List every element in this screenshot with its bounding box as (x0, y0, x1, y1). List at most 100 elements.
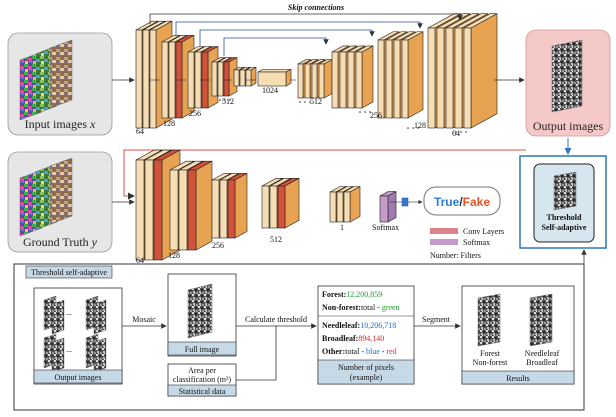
skip-connection-1 (149, 13, 463, 24)
slab-front (385, 39, 393, 119)
legend-conv-label: Conv Layers (463, 227, 504, 236)
row-nonforest: Non-forest:total - green (322, 303, 400, 312)
slab-front (454, 27, 463, 129)
row-other-part-4: red (386, 347, 396, 356)
panel-title: Threshold self-adaptive (31, 268, 107, 277)
decoder-block-1-layer-4 (318, 59, 333, 99)
result-b-label-1: Needleleaf (525, 349, 560, 358)
row-forest: Forest:12,200,859 (322, 290, 382, 299)
slab-front (169, 169, 179, 251)
discriminator-row (7, 138, 607, 261)
disc-filter-label-1: 64 (136, 256, 144, 265)
ground-truth-image-3 (49, 157, 73, 225)
encoder-block-5-layer-3 (245, 66, 257, 87)
row-other-part-3: - (380, 347, 387, 356)
slab-front (463, 27, 472, 129)
generator-filter-label-8: 128 (414, 121, 426, 130)
slab-side (285, 68, 292, 87)
legend-softmax-swatch (430, 239, 458, 245)
encoder-block-4-layer-3 (223, 57, 238, 97)
slab-front (211, 61, 218, 97)
row-forest-part-1: 12,200,859 (346, 290, 382, 299)
slab-front (427, 27, 436, 129)
slab-front (153, 159, 163, 261)
calc-threshold-label: Calculate threshold (245, 315, 307, 324)
slab-front (233, 69, 240, 87)
ground-truth-label-var: y (91, 235, 98, 249)
decoder-block-2-layer-4 (355, 45, 374, 109)
disc-filter-label-2: 128 (168, 251, 180, 260)
slab-front (149, 29, 157, 129)
panel-output-images-label: Output images (55, 373, 102, 382)
row-other-part-1: total - (345, 347, 366, 356)
statistical-caption-box (167, 384, 237, 397)
pixels-title-2: (example) (350, 373, 383, 382)
dot-3-2 (417, 127, 419, 129)
slab-front (211, 179, 220, 239)
slab-front (168, 41, 176, 119)
softmax-label: Softmax (372, 223, 399, 232)
input-image-3 (49, 39, 73, 109)
skip-connection-3 (199, 29, 375, 46)
generated-to-discriminator-line (123, 149, 526, 200)
slab-front (377, 39, 385, 119)
slab-side (349, 185, 361, 223)
slab-front (343, 191, 351, 223)
slab-front (223, 61, 230, 97)
stat-arrow (236, 326, 277, 381)
slab-front (239, 69, 246, 87)
tile-2-b (51, 337, 65, 373)
dot-1-2 (309, 101, 311, 103)
slab-front (379, 195, 389, 223)
slab-side (323, 59, 333, 99)
result-image-a (477, 293, 501, 347)
dot-3-0 (407, 127, 409, 129)
slab-side (250, 66, 257, 87)
true-label: True (434, 195, 460, 209)
dot-2-0 (359, 111, 361, 113)
disc-block-2-layer-3 (187, 160, 213, 251)
dot-0-1 (224, 99, 226, 101)
legend-conv-swatch (430, 228, 458, 234)
slab-front (217, 61, 224, 97)
disc-filter-label-5: 1 (340, 223, 344, 232)
row-forest-part-0: Forest: (322, 290, 346, 299)
generator-filter-label-1: 64 (136, 127, 144, 136)
decoder-block-4-layer-5 (463, 13, 498, 129)
slab-front (178, 169, 188, 251)
true-fake-label: True/Fake (434, 195, 490, 209)
tile-0-b (51, 299, 65, 335)
threshold-panel (13, 249, 587, 411)
row-other: Other:total - blue - red (322, 347, 397, 356)
slash-label: / (459, 195, 463, 209)
disc-block-4-layer-3 (277, 177, 300, 229)
slab-front (297, 63, 304, 99)
generator-filter-label-4: 512 (222, 97, 234, 106)
area-label-1: Area per (188, 366, 216, 375)
slab-side (234, 172, 248, 239)
slab-front (331, 51, 339, 109)
dot-3-1 (412, 127, 414, 129)
slab-front (219, 179, 228, 239)
slab-front (187, 169, 197, 251)
slab-front (311, 63, 318, 99)
disc-block-3-layer-3 (227, 172, 248, 239)
result-a-label-2: Non-forest (473, 358, 508, 367)
slab-front (445, 27, 454, 129)
decoder-block-3-layer-4 (401, 31, 424, 119)
row-needleleaf: Needleleaf:10,206,718 (322, 321, 396, 330)
generator-row (7, 13, 611, 137)
row-other-part-2: blue (366, 347, 380, 356)
full-image-caption-box (167, 341, 237, 356)
ellipsis-1: ... (66, 308, 72, 317)
row-nonforest-part-0: Non-forest: (322, 303, 361, 312)
disc-filter-label-4: 512 (270, 235, 282, 244)
output-image (551, 39, 583, 113)
generator-filter-label-6: 512 (310, 97, 322, 106)
row-broadleaf: Broadleaf:894,140 (322, 334, 384, 343)
slab-front (277, 185, 286, 229)
area-label-2: classification (m²) (173, 375, 231, 384)
slab-front (261, 185, 270, 229)
output-images-caption-box (33, 369, 123, 384)
